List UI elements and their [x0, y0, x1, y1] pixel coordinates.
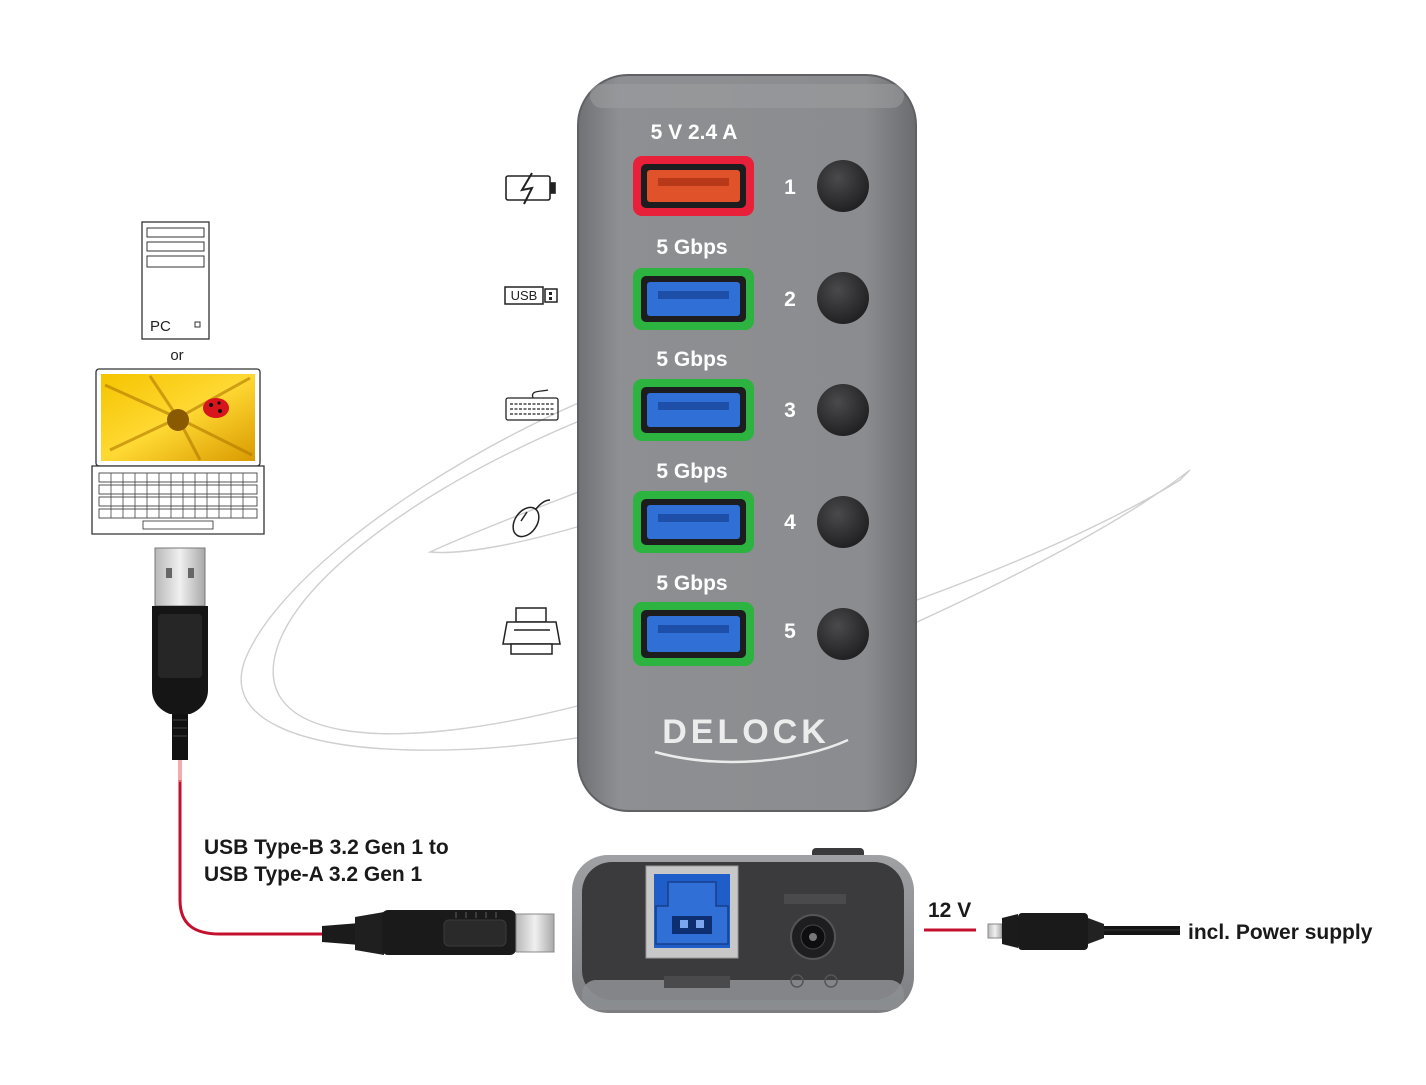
port-3-switch-button[interactable] [817, 384, 869, 436]
dc-power-plug [987, 913, 1180, 950]
port-1[interactable]: 5 V 2.4 A 1 [633, 121, 869, 216]
port-4-switch-button[interactable] [817, 496, 869, 548]
pc-label: PC [150, 318, 171, 335]
port-1-number: 1 [784, 176, 796, 199]
keyboard-icon [505, 389, 559, 421]
port-3-label: 5 Gbps [656, 348, 727, 371]
ladybug-icon [203, 398, 229, 418]
port-2-number: 2 [784, 288, 796, 311]
power-voltage-label: 12 V [928, 899, 971, 922]
cable-caption-line2: USB Type-A 3.2 Gen 1 [204, 863, 423, 886]
usb-a-connector [152, 547, 208, 760]
port-2-label: 5 Gbps [656, 236, 727, 259]
hub-end-view [572, 848, 914, 1013]
port-1-switch-button[interactable] [817, 160, 869, 212]
brand-name: DELOCK [662, 713, 830, 751]
or-label: or [170, 347, 183, 364]
port-3-number: 3 [784, 399, 796, 422]
port-5-switch-button[interactable] [817, 608, 869, 660]
port-5-label: 5 Gbps [656, 572, 727, 595]
battery-charge-icon [505, 172, 556, 205]
laptop-icon [91, 368, 265, 535]
port-4-label: 5 Gbps [656, 460, 727, 483]
usb-b-connector [322, 910, 555, 955]
port-5-number: 5 [784, 620, 796, 643]
usb-cable-line [178, 780, 330, 936]
port-1-label: 5 V 2.4 A [651, 121, 738, 144]
cable-caption-line1: USB Type-B 3.2 Gen 1 to [204, 836, 449, 859]
delock-logo: DELOCK [654, 713, 849, 764]
port-3[interactable]: 5 Gbps 3 [633, 348, 869, 441]
port-2[interactable]: 5 Gbps 2 [633, 236, 869, 330]
port-4-number: 4 [784, 511, 796, 534]
svg-text:USB: USB [511, 288, 538, 303]
port-5[interactable]: 5 Gbps 5 [633, 572, 869, 666]
usb-stick-icon: USB [504, 286, 558, 305]
cable-caption: USB Type-B 3.2 Gen 1 to USB Type-A 3.2 G… [204, 836, 449, 886]
pc-tower-icon: PC [141, 221, 210, 340]
port-2-switch-button[interactable] [817, 272, 869, 324]
power-supply-note: incl. Power supply [1188, 921, 1373, 944]
port-4[interactable]: 5 Gbps 4 [633, 460, 869, 553]
mouse-icon [512, 499, 551, 538]
printer-icon [502, 607, 561, 655]
